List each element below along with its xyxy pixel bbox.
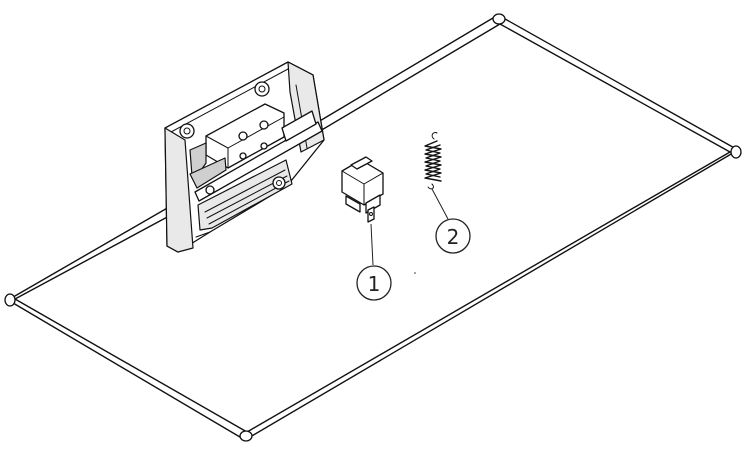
tube-frame (4, 13, 742, 442)
tension-spring (424, 132, 442, 190)
frame-corner-right (730, 145, 742, 159)
callout-1-circle (356, 265, 392, 301)
callout-1: 1 (356, 223, 392, 301)
frame-corner-front (239, 430, 253, 442)
mounting-bracket (164, 61, 325, 253)
frame-corner-back (492, 13, 506, 25)
micro-switch (341, 156, 384, 223)
callout-1-leader (370, 223, 374, 266)
callout-2-label: 2 (447, 225, 460, 249)
callout-2: 2 (431, 188, 471, 254)
callout-2-circle (435, 218, 471, 254)
callout-2-leader (431, 188, 449, 220)
callout-1-label: 1 (368, 272, 381, 296)
frame-corner-left (4, 293, 16, 307)
